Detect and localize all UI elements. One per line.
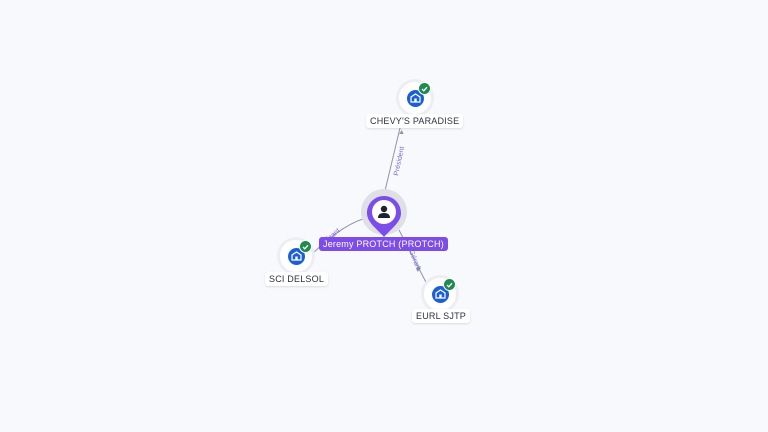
person-label: Jeremy PROTCH (PROTCH) — [319, 237, 448, 251]
building-icon — [431, 285, 449, 303]
verified-check-icon — [418, 82, 431, 95]
company-label-chevys: CHEVY'S PARADISE — [366, 114, 464, 128]
verified-check-icon — [443, 278, 456, 291]
verified-check-icon — [299, 240, 312, 253]
edge-label-eurlsjtp: Gérant — [407, 249, 422, 272]
company-label-scidelsol: SCI DELSOL — [265, 272, 329, 286]
company-label-eurlsjtp: EURL SJTP — [412, 309, 470, 323]
building-icon — [287, 247, 305, 265]
company-node-circle — [280, 240, 312, 272]
edge-arrow — [416, 266, 421, 272]
person-pin-icon — [367, 196, 401, 237]
edge-chevys: Président — [383, 127, 406, 196]
edge-arrow — [399, 130, 404, 134]
building-icon — [406, 89, 424, 107]
